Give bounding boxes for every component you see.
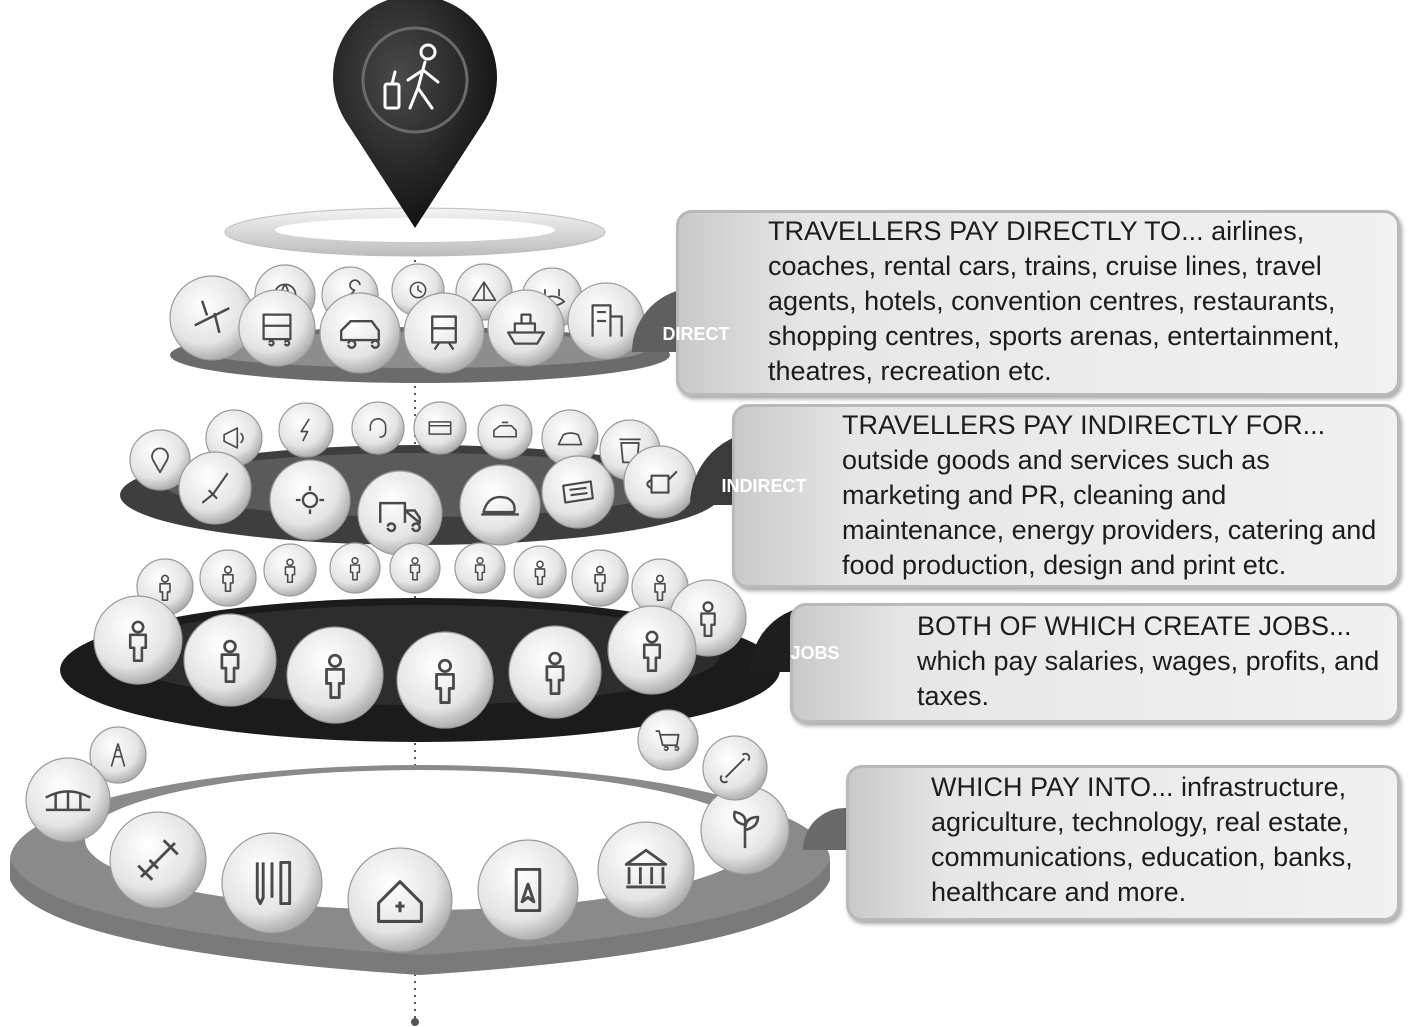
person-icon — [607, 605, 697, 695]
gears-icon — [269, 459, 351, 541]
printed-tickets-icon — [541, 455, 615, 529]
top-ring-hole — [275, 218, 555, 242]
infrastructure-callout-text: WHICH PAY INTO... infrastructure, agricu… — [931, 772, 1353, 907]
icon-balls-layer — [25, 263, 790, 953]
hospital-icon — [347, 847, 453, 953]
direct-callout — [676, 210, 1400, 396]
shopping-cart-icon — [637, 709, 699, 771]
taxi-icon — [477, 404, 533, 460]
broom-icon — [178, 451, 252, 525]
person-icon — [263, 543, 317, 597]
pencils-ruler-icon — [221, 832, 323, 934]
bus-icon — [238, 289, 316, 367]
person-icon — [199, 549, 257, 607]
base-ring-edge — [10, 860, 830, 975]
person-icon — [513, 545, 567, 599]
bone-icon — [702, 735, 768, 801]
roast-chicken-icon — [459, 464, 541, 546]
lightning-icon — [278, 402, 334, 458]
train-icon — [403, 292, 485, 374]
watering-can-icon — [623, 445, 697, 519]
person-icon — [329, 542, 381, 594]
indirect-callout-text: TRAVELLERS PAY INDIRECTLY FOR... outside… — [842, 410, 1377, 580]
jobs-callout — [790, 603, 1400, 723]
person-icon — [508, 625, 602, 719]
iron-icon — [541, 409, 599, 467]
mobile-map-icon — [477, 839, 579, 941]
cruise-ship-icon — [487, 289, 565, 367]
person-icon — [454, 542, 506, 594]
direct-callout-text: TRAVELLERS PAY DIRECTLY TO... airlines, … — [768, 216, 1340, 386]
indirect-tab-label: INDIRECT — [721, 476, 807, 496]
person-icon — [183, 613, 277, 707]
person-icon — [389, 542, 441, 594]
headset-icon — [351, 401, 405, 455]
credit-card-icon — [413, 401, 467, 455]
car-icon — [319, 292, 401, 374]
indirect-callout — [732, 404, 1400, 588]
direct-tab-label: DIRECT — [662, 324, 730, 344]
person-icon — [571, 549, 629, 607]
map-pin-icon — [129, 429, 191, 491]
axis-end-dot — [411, 1018, 419, 1026]
person-icon — [286, 626, 384, 724]
plant-icon — [700, 785, 790, 875]
person-icon — [93, 595, 183, 685]
person-icon — [396, 631, 494, 729]
traveller-icon — [383, 43, 440, 110]
bridge-icon — [25, 757, 111, 843]
radio-tower-icon — [89, 726, 147, 784]
satellite-icon — [109, 811, 207, 909]
infrastructure-callout — [846, 765, 1400, 921]
jobs-tab-label: JOBS — [790, 643, 840, 663]
delivery-truck-icon — [357, 470, 443, 556]
traveller-map-pin — [333, 0, 497, 228]
bank-icon — [597, 821, 695, 919]
jobs-callout-text: BOTH OF WHICH CREATE JOBS... which pay s… — [917, 611, 1380, 711]
